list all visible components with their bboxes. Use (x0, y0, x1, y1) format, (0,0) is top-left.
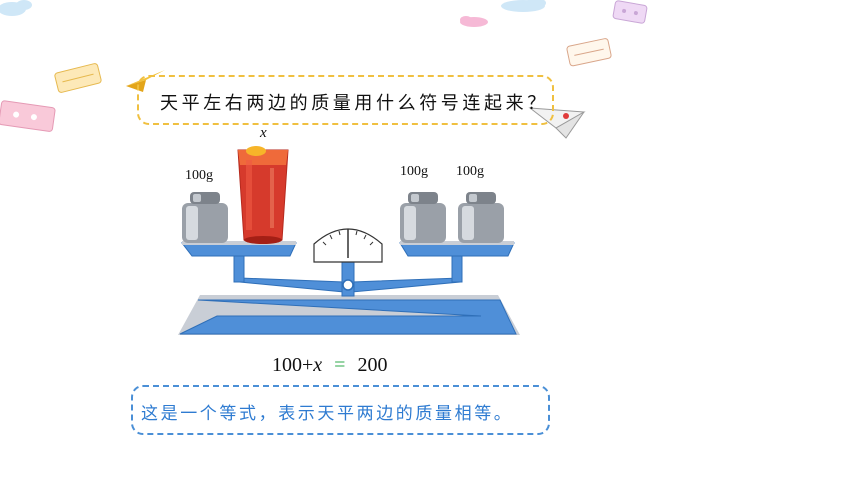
paper-piece-icon (612, 0, 648, 24)
drink-glass-icon (237, 146, 289, 244)
equals-sign: = (334, 354, 346, 376)
balance-beam (239, 277, 351, 293)
cloud-icon (0, 0, 32, 16)
equation-right: 200 (357, 354, 388, 376)
weight-icon (400, 192, 446, 243)
question-text: 天平左右两边的质量用什么符号连起来？ (160, 93, 549, 114)
weight-icon (182, 192, 228, 243)
paper-piece-icon (566, 38, 612, 67)
explanation-text: 这是一个等式，表示天平两边的质量相等。 (141, 404, 514, 424)
paper-piece-icon (54, 63, 102, 93)
equation-variable: x (313, 354, 323, 376)
left-weight-label: 100g (185, 168, 213, 183)
equation: 100+x = 200 (272, 354, 387, 377)
drink-mass-label: x (260, 125, 267, 141)
question-box (137, 75, 554, 125)
right-weight-label-1: 100g (400, 164, 428, 179)
cloud-icon (460, 16, 488, 27)
cloud-icon (501, 0, 546, 12)
weight-icon (458, 192, 504, 243)
right-weight-label-2: 100g (456, 164, 484, 179)
balance-scale (178, 146, 520, 335)
equation-left-number: 100+ (272, 354, 314, 376)
explanation-box (131, 385, 550, 435)
paper-piece-icon (0, 100, 56, 132)
